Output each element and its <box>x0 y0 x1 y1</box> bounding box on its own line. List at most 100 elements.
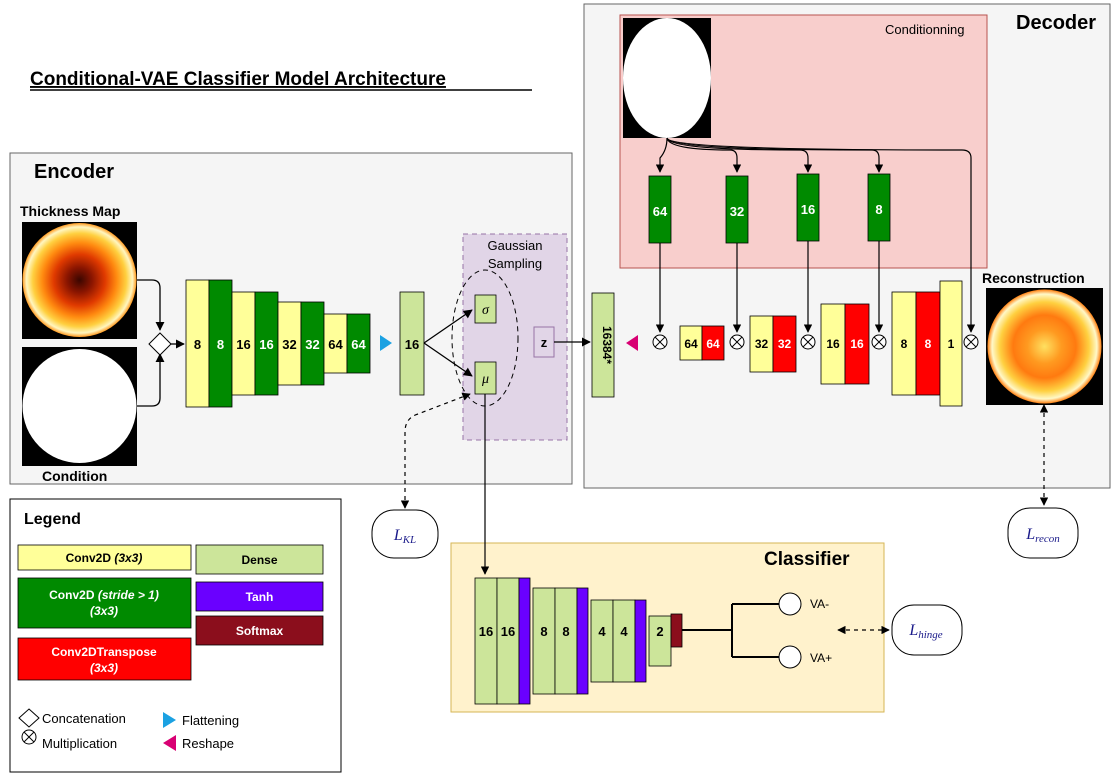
encoder-conv-1-label: 8 <box>194 337 201 352</box>
conditioning-branches <box>655 137 976 333</box>
dec-convt-32 <box>772 315 797 373</box>
cond-arrow-16 <box>666 137 813 173</box>
dec-convt-64-label: 64 <box>706 337 720 351</box>
encoder-layers: 8 8 16 16 32 32 64 64 <box>185 279 371 408</box>
thickness-map-disk <box>22 223 137 337</box>
kl-loss-link <box>400 392 471 509</box>
clf-dense-6 <box>612 599 636 683</box>
dense-to-sigma <box>423 309 473 344</box>
legend-flattening-label: Flattening <box>182 713 239 728</box>
mult-node-1 <box>652 334 668 350</box>
clf-dense-1-label: 16 <box>479 624 493 639</box>
cond-conv-32-label: 32 <box>730 204 744 219</box>
mult-node-5 <box>963 334 979 350</box>
kl-loss-label: LKL <box>393 527 416 546</box>
decoder-dense-label: 16384* <box>600 326 614 364</box>
dec-convt-64 <box>701 325 725 361</box>
dec-conv-out-label: 1 <box>948 337 955 351</box>
sampling-label-2: Sampling <box>488 256 542 271</box>
output-node-va-minus <box>778 592 802 616</box>
kl-loss-node <box>371 509 439 559</box>
legend-reshape-icon <box>163 735 176 751</box>
cond-arrow-32 <box>666 137 742 173</box>
concat-arrow-top <box>137 279 165 331</box>
legend-conv2d-stride-line2: (3x3) <box>90 604 118 618</box>
dec-conv-16 <box>820 303 846 385</box>
cond-conv-16-label: 16 <box>801 202 815 217</box>
cond-conv-16 <box>796 173 820 242</box>
output-label-va-plus: VA+ <box>810 651 832 665</box>
encoder-strided-conv-4 <box>346 313 371 374</box>
dec-convt-8 <box>915 291 941 396</box>
recon-loss-label: Lrecon <box>1025 526 1060 545</box>
clf-dense-4 <box>554 587 578 695</box>
legend-conv2d-transpose-line1: Conv2DTranspose <box>51 645 157 659</box>
dense-to-mu <box>423 342 473 377</box>
cond-conv-8-label: 8 <box>875 202 882 217</box>
mult-node-3 <box>800 334 816 350</box>
concatenation-node <box>148 332 172 356</box>
clf-dense-2 <box>496 577 520 705</box>
clf-dense-3-label: 8 <box>540 624 547 639</box>
clf-tanh-2 <box>576 587 589 695</box>
cond-arrow-8 <box>666 137 884 173</box>
thickness-map-label: Thickness Map <box>20 203 120 219</box>
legend-softmax-label: Softmax <box>236 624 284 638</box>
classifier-output-tree <box>682 603 779 658</box>
legend-reshape-label: Reshape <box>182 736 234 751</box>
clf-dense-1 <box>474 577 498 705</box>
legend-conv2d-stride-line1: Conv2D (stride > 1) <box>49 588 159 602</box>
mult-node-4 <box>871 334 887 350</box>
encoder-conv-4-label: 64 <box>328 337 343 352</box>
sigma-node <box>474 294 497 324</box>
sigma-label: σ <box>482 303 490 318</box>
clf-dense-out-label: 2 <box>656 624 663 639</box>
legend-tanh <box>195 581 324 612</box>
encoder-label: Encoder <box>34 161 114 183</box>
legend-concatenation-label: Concatenation <box>42 711 126 726</box>
concat-arrow-bottom <box>137 353 165 407</box>
clf-softmax <box>670 613 683 648</box>
cond-arrow-last <box>666 137 976 333</box>
legend-conv2d-stride <box>17 577 192 629</box>
encoder-conv-3-label: 32 <box>282 337 296 352</box>
multiplication-nodes <box>652 334 979 350</box>
clf-dense-2-label: 16 <box>501 624 515 639</box>
dec-conv-64-label: 64 <box>684 337 698 351</box>
condition-label: Condition <box>42 468 107 484</box>
encoder-strided-conv-4-label: 64 <box>351 337 366 352</box>
dec-convt-8-label: 8 <box>925 337 932 351</box>
clf-dense-4-label: 8 <box>562 624 569 639</box>
recon-loss-node <box>1007 507 1079 559</box>
decoder-dense <box>591 292 615 398</box>
legend-conv2d-transpose <box>17 637 192 681</box>
clf-tanh-3 <box>634 599 647 683</box>
dec-conv-8-label: 8 <box>901 337 908 351</box>
mu-label: μ <box>481 372 489 387</box>
reshape-marker-decoder <box>626 335 638 351</box>
dec-convt-16 <box>844 303 870 385</box>
z-label: z <box>541 335 548 350</box>
legend-dense-label: Dense <box>241 553 277 567</box>
conditioning-disk <box>623 18 711 138</box>
clf-dense-6-label: 4 <box>620 624 628 639</box>
legend-tanh-label: Tanh <box>246 590 274 604</box>
dec-conv-out <box>939 280 963 407</box>
legend-flattening-icon <box>163 712 176 728</box>
cond-conv-64-label: 64 <box>653 204 668 219</box>
dec-convt-32-label: 32 <box>778 337 792 351</box>
encoder-strided-conv-1-label: 8 <box>217 337 224 352</box>
reconstruction-disk <box>987 289 1102 404</box>
hinge-loss-node <box>891 604 963 656</box>
encoder-conv-2-label: 16 <box>236 337 250 352</box>
decoder-label: Decoder <box>1016 12 1096 34</box>
reconstruction-label: Reconstruction <box>982 270 1085 286</box>
classifier-layers: 16 16 8 8 4 4 2 <box>474 577 683 705</box>
clf-dense-3 <box>532 587 556 695</box>
flatten-marker-encoder <box>380 335 392 351</box>
clf-tanh-1 <box>518 577 531 705</box>
cond-conv-64 <box>648 175 672 244</box>
diagram-title: Conditional-VAE Classifier Model Archite… <box>30 69 446 90</box>
